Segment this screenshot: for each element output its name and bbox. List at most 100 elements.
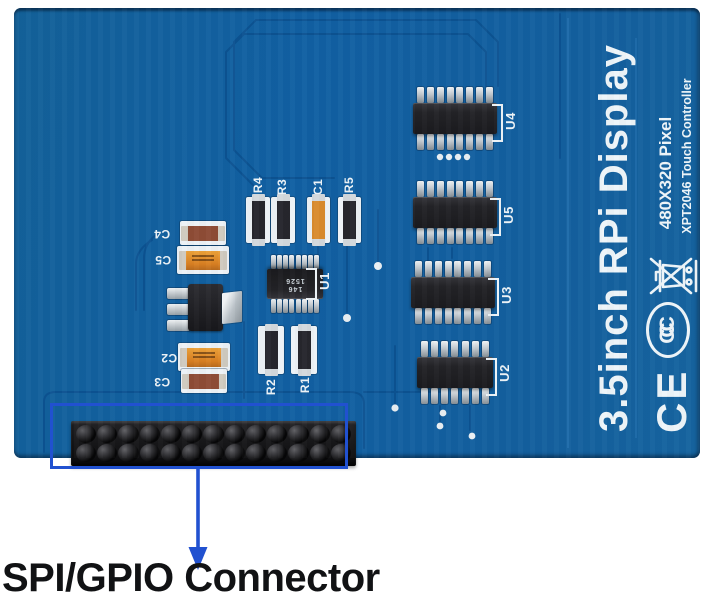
ic-pin: [485, 181, 493, 197]
ref-label-u4: U4: [503, 112, 518, 130]
ic-pin: [421, 341, 428, 357]
ic-u5: [412, 180, 498, 245]
ic-pin: [456, 181, 464, 197]
ic-pin: [271, 255, 276, 269]
board-pixel-label: 480X320 Pixel: [656, 116, 675, 230]
capacitor-c4: [180, 221, 226, 245]
ref-label-c3: C3: [153, 375, 171, 389]
ic-pin: [271, 299, 276, 313]
ic-pin: [485, 228, 493, 244]
ic-pin: [446, 181, 454, 197]
ic-pin: [451, 388, 459, 404]
board-touch-label: XPT2046 Touch Controller: [680, 78, 694, 234]
ic-pin: [426, 181, 434, 197]
pin-row-top: [416, 340, 494, 357]
socket-hole: [224, 425, 245, 443]
ic-pin: [474, 261, 482, 277]
ic-pin: [436, 87, 444, 103]
ic-pin: [444, 261, 452, 277]
caption-text: SPI/GPIO Connector: [2, 556, 380, 600]
resistor-r1: [291, 324, 317, 376]
pin-row-top: [410, 260, 496, 277]
silkscreen-bracket: [486, 358, 497, 396]
ic-pin: [289, 255, 295, 269]
pin-row-bottom: [412, 228, 498, 245]
socket-hole: [245, 444, 267, 462]
ic-u3: [410, 260, 496, 325]
ic-pin: [431, 388, 439, 404]
ic-body: [411, 277, 495, 308]
voltage-regulator: [188, 284, 223, 331]
ic-pin: [481, 388, 489, 404]
socket-hole: [160, 425, 182, 443]
ref-label-r5: R5: [342, 176, 356, 194]
capacitor-body: [179, 250, 227, 270]
ref-label-u1: U1: [317, 272, 332, 290]
ic-pin: [307, 255, 313, 269]
pin-row-top: [412, 180, 498, 197]
ic-pin: [466, 134, 474, 150]
ic-pin: [456, 87, 464, 103]
ic-pin: [441, 388, 449, 404]
ic-pin: [415, 308, 422, 324]
capacitor-c5: [177, 246, 229, 274]
ic-body: [417, 357, 493, 388]
ic-pin: [476, 87, 484, 103]
regulator-leg: [167, 288, 190, 299]
ic-u2: [416, 340, 494, 405]
down-arrow-icon: [188, 468, 208, 570]
ic-pin: [454, 261, 462, 277]
socket-hole: [288, 425, 309, 443]
board-title: 3.5inch RPi Display: [592, 43, 636, 433]
ccc-certification-mark: CCC: [646, 302, 690, 358]
ic-pin: [466, 228, 474, 244]
ccc-letters: CCC: [656, 325, 679, 344]
ic-pin: [434, 261, 442, 277]
ic-pin: [289, 299, 295, 313]
ic-pin: [283, 255, 289, 269]
pin-row-bottom: [266, 299, 324, 316]
gpio-header-socket: [71, 421, 356, 466]
ic-pin: [277, 255, 283, 269]
weee-crossed-bin-icon: [649, 257, 698, 295]
socket-hole: [309, 444, 330, 462]
capacitor-body: [312, 194, 325, 246]
ic-pin: [444, 308, 452, 324]
ic-pin: [436, 181, 444, 197]
ic-pin: [471, 388, 479, 404]
ref-label-c2: C2: [160, 351, 178, 365]
socket-hole: [160, 444, 182, 462]
ic-pin: [283, 299, 289, 313]
regulator-leg: [167, 304, 190, 315]
ref-label-u3: U3: [499, 286, 514, 304]
resistor-r4: [246, 194, 270, 246]
ic-pin: [295, 299, 301, 313]
socket-hole: [288, 444, 309, 462]
ic-pin: [466, 87, 474, 103]
ic-pin: [441, 341, 449, 357]
ic-pin: [436, 228, 444, 244]
ref-label-c5: C5: [154, 253, 172, 267]
ic-u1: 146 1526: [266, 252, 324, 316]
ic-pin: [301, 299, 307, 313]
socket-hole: [182, 444, 203, 462]
ic-pin: [483, 308, 491, 324]
socket-hole: [76, 444, 97, 462]
ic-pin: [446, 228, 454, 244]
ic-pin: [415, 261, 422, 277]
ic-pin: [307, 299, 313, 313]
ic-pin: [424, 261, 432, 277]
ic-pin: [434, 308, 442, 324]
resistor-r5: [338, 194, 361, 246]
resistor-body: [251, 194, 265, 246]
ic-pin: [295, 255, 301, 269]
socket-hole: [118, 444, 139, 462]
capacitor-body: [182, 373, 226, 389]
ic-pin: [301, 255, 307, 269]
ic-pin: [476, 181, 484, 197]
resistor-r2: [258, 324, 284, 376]
resistor-r3: [271, 194, 295, 246]
ic-pin: [421, 388, 428, 404]
ic-pin: [464, 261, 472, 277]
ce-certification-mark: CE: [648, 368, 695, 433]
